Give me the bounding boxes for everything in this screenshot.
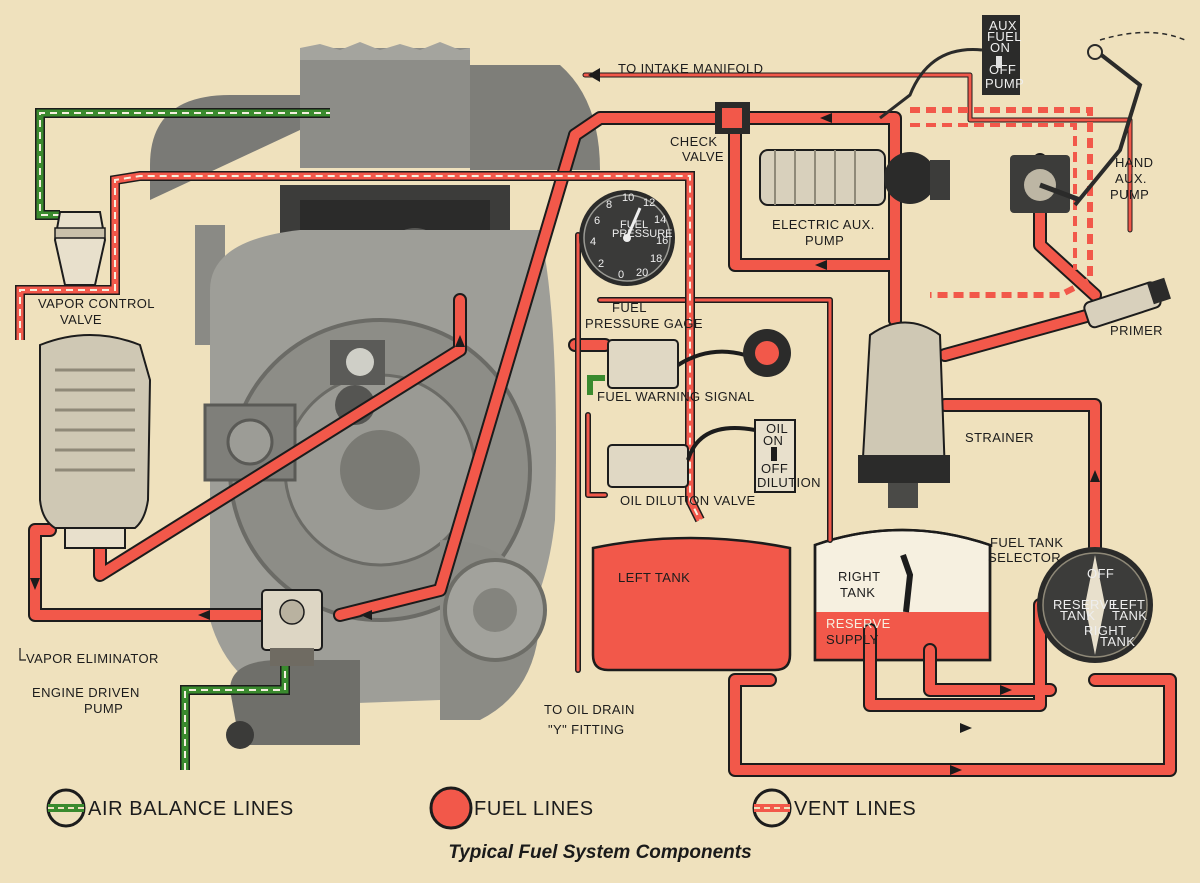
- check-valve: [715, 102, 750, 134]
- gauge-tick: 4: [590, 236, 596, 248]
- right-tank: [813, 528, 992, 662]
- legend-item-fuel: FUEL LINES: [429, 786, 594, 830]
- aux-switch-label: PUMP: [985, 76, 1024, 91]
- aux-switch-label: FUEL: [987, 29, 1022, 44]
- strainer-label: STRAINER: [965, 430, 1034, 445]
- flow-arrow: [815, 260, 827, 270]
- selector-position-label: OFF: [1087, 566, 1114, 581]
- vapor-eliminator: [39, 334, 152, 549]
- legend-item-vent: VENT LINES: [752, 788, 916, 828]
- fuel-warning-signal: [607, 329, 791, 389]
- check-valve-label: CHECK: [670, 134, 718, 149]
- electric-aux-pump-label: PUMP: [805, 233, 844, 248]
- flow-arrow: [1090, 470, 1100, 482]
- fuel-pressure-gage-label: PRESSURE GAGE: [585, 316, 703, 331]
- vapor-eliminator-label: VAPOR ELIMINATOR: [26, 651, 159, 666]
- flow-arrow: [820, 113, 832, 123]
- legend-label: VENT LINES: [794, 798, 916, 820]
- gauge-title: PRESSURE: [612, 228, 673, 240]
- gauge-tick: 0: [618, 269, 624, 281]
- gauge-tick: 20: [636, 267, 648, 279]
- oil-switch-label: DILUTION: [757, 475, 821, 490]
- legend-label: FUEL LINES: [474, 798, 594, 820]
- hand-aux-pump-label: AUX.: [1115, 171, 1147, 186]
- oil-drain-label: "Y" FITTING: [548, 722, 624, 737]
- reserve-supply-label: RESERVE: [826, 616, 891, 631]
- vent-lines: [15, 107, 1093, 523]
- right-tank-label: RIGHT: [838, 569, 880, 584]
- selector-position-label: TANK: [1060, 608, 1095, 623]
- gauge-tick: 18: [650, 253, 662, 265]
- flow-arrow: [30, 578, 40, 590]
- aux-switch-label: AUX: [989, 18, 1017, 33]
- fuel-tank-selector-label: SELECTOR: [988, 550, 1061, 565]
- vapor-control-valve: [53, 211, 107, 286]
- oil-dilution-valve: [607, 419, 796, 493]
- selector-position-label: RIGHT: [1084, 623, 1126, 638]
- flow-arrow: [455, 335, 465, 347]
- right-tank-label: TANK: [840, 585, 875, 600]
- electric-aux-pump: [759, 149, 950, 206]
- oil-switch-label: OFF: [761, 461, 788, 476]
- labels: TO INTAKE MANIFOLD CHECK VALVE HAND AUX.…: [19, 61, 1163, 737]
- check-valve-label: VALVE: [682, 149, 724, 164]
- gauge-tick: 2: [598, 258, 604, 270]
- engine-driven-pump-label: PUMP: [84, 701, 123, 716]
- fuel-warning-signal-label: FUEL WARNING SIGNAL: [597, 389, 755, 404]
- selector-position-label: TANK: [1100, 634, 1135, 649]
- figure-caption: Typical Fuel System Components: [448, 842, 752, 863]
- gauge-tick: 16: [656, 235, 668, 247]
- air-balance-lines: [35, 108, 605, 770]
- gauge-tick: 12: [643, 197, 655, 209]
- oil-switch-label: ON: [763, 433, 783, 448]
- legend-item-air: AIR BALANCE LINES: [46, 788, 294, 828]
- oil-drain-label: TO OIL DRAIN: [544, 702, 635, 717]
- electric-aux-pump-label: ELECTRIC AUX.: [772, 217, 875, 232]
- engine-driven-pump: [261, 589, 323, 666]
- vapor-control-valve-label: VAPOR CONTROL: [38, 296, 155, 311]
- fuel-tank-selector: [1037, 547, 1153, 663]
- selector-position-label: RESERVE: [1053, 597, 1118, 612]
- gauge-tick: 8: [606, 199, 612, 211]
- hand-aux-pump: [1010, 31, 1186, 213]
- primer-label: PRIMER: [1110, 323, 1163, 338]
- vapor-control-valve-label: VALVE: [60, 312, 102, 327]
- reserve-supply-label: SUPPLY: [826, 632, 879, 647]
- aux-switch-label: OFF: [989, 62, 1016, 77]
- legend: AIR BALANCE LINES FUEL LINES VENT LINES: [46, 786, 916, 830]
- legend-label: AIR BALANCE LINES: [88, 798, 294, 820]
- gauge-tick: 10: [622, 192, 634, 204]
- selector-position-label: LEFT: [1112, 597, 1145, 612]
- fuel-lines: [28, 72, 1177, 777]
- oil-dilution-valve-label: OIL DILUTION VALVE: [620, 493, 756, 508]
- flow-arrow: [1000, 685, 1012, 695]
- intake-manifold-label: TO INTAKE MANIFOLD: [618, 61, 763, 76]
- strainer: [858, 321, 950, 508]
- engine-driven-pump-label: ENGINE DRIVEN: [32, 685, 140, 700]
- gauge-title: FUEL: [620, 219, 648, 231]
- aux-switch-label: ON: [990, 40, 1010, 55]
- flow-arrow: [960, 723, 972, 733]
- hand-aux-pump-label: HAND: [1115, 155, 1153, 170]
- oil-switch-label: OIL: [766, 421, 788, 436]
- hand-aux-pump-label: PUMP: [1110, 187, 1149, 202]
- gauge-tick: 14: [654, 214, 666, 226]
- flow-arrow: [588, 68, 600, 82]
- flow-arrow: [198, 610, 210, 620]
- flow-arrow: [950, 765, 962, 775]
- primer: [1083, 277, 1171, 329]
- left-tank: [591, 536, 792, 672]
- fuel-pressure-gage-label: FUEL: [612, 300, 647, 315]
- gauge-tick: 6: [594, 215, 600, 227]
- left-tank-label: LEFT TANK: [618, 570, 690, 585]
- fuel-pressure-gage: FUEL PRESSURE 0 2 4 6 8 10 12 14 16 18 2…: [579, 190, 675, 286]
- aux-fuel-pump-switch: AUX FUEL ON OFF PUMP: [879, 15, 1024, 120]
- flow-arrows: [30, 68, 1100, 775]
- flow-arrow: [360, 610, 372, 620]
- fuel-tank-selector-label: FUEL TANK: [990, 535, 1063, 550]
- selector-position-label: TANK: [1112, 608, 1147, 623]
